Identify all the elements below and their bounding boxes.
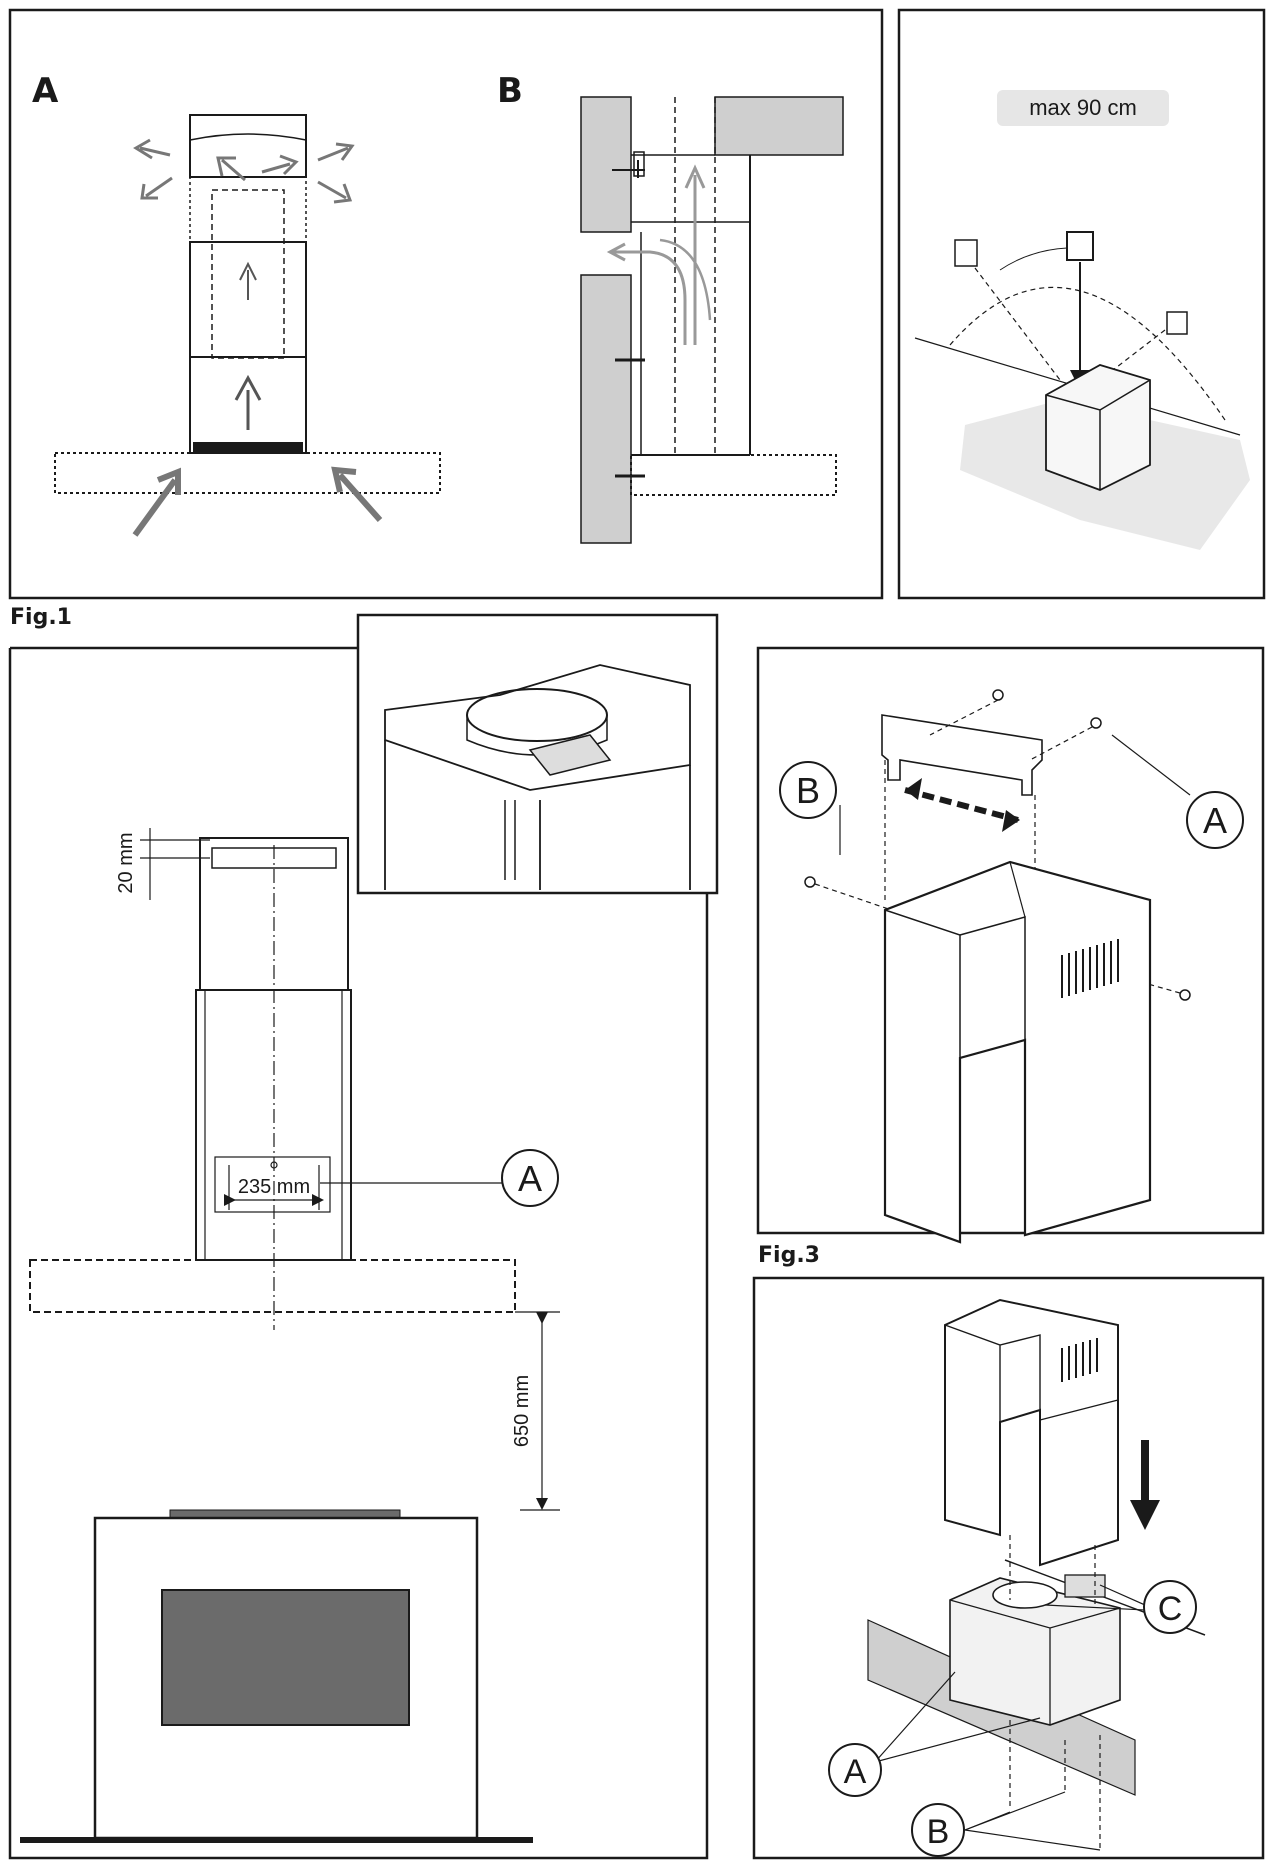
fig4-frame — [752, 1276, 1265, 1860]
fig3-callout-b: B — [779, 761, 841, 855]
dim-20mm-label: 20 mm — [115, 832, 137, 893]
dim-650mm: 650 mm — [511, 1311, 560, 1511]
fig2-cabinet-outline — [29, 1259, 516, 1313]
dim-650mm-label: 650 mm — [511, 1375, 533, 1447]
fig4-callout-c-label: C — [1158, 1590, 1183, 1628]
fig4-callout-b: B — [911, 1791, 1101, 1857]
max-distance-badge — [997, 90, 1169, 126]
panel-b-label: B — [497, 71, 523, 111]
panel-b-recirculating-hood: B — [497, 71, 844, 544]
fig2-callout-a-label: A — [518, 1158, 542, 1199]
fig2-inset-motor-detail — [384, 664, 691, 890]
fig2-cooker — [20, 1509, 533, 1843]
wall-distance-frame — [897, 8, 1266, 600]
fig4-callout-b-label: B — [927, 1813, 950, 1851]
fig2-frame — [8, 646, 709, 1860]
fig2-callout-a: A — [320, 1149, 559, 1207]
dim-20mm: 20 mm — [115, 828, 210, 900]
panel-a-ducted-hood: A — [32, 71, 441, 537]
fig4-callout-a-label: A — [844, 1753, 867, 1791]
fig2-chimney-elevation — [195, 837, 352, 1330]
fig3-callout-a: A — [1111, 734, 1244, 849]
fig4-callout-a: A — [828, 1671, 1041, 1797]
fig3-chimney-bracket-assembly — [804, 689, 1191, 1244]
fig4-callout-c: C — [1044, 1580, 1197, 1634]
fig3-callout-b-label: B — [796, 770, 820, 811]
wall-distance-diagram: max 90 cm — [914, 90, 1250, 550]
fig3-callout-a-label: A — [1203, 800, 1227, 841]
max-distance-label: max 90 cm — [1029, 95, 1137, 120]
fig3-caption: Fig.3 — [758, 1243, 820, 1268]
dim-235mm-label: 235 mm — [238, 1176, 310, 1198]
fig1-frame — [8, 8, 884, 600]
fig3-frame — [756, 646, 1265, 1235]
oven-window — [161, 1589, 410, 1726]
fig1-caption: Fig.1 — [10, 605, 72, 630]
fig4-chimney-mounting — [867, 1298, 1206, 1850]
panel-a-label: A — [32, 71, 59, 111]
dim-235mm: 235 mm — [224, 1165, 324, 1210]
